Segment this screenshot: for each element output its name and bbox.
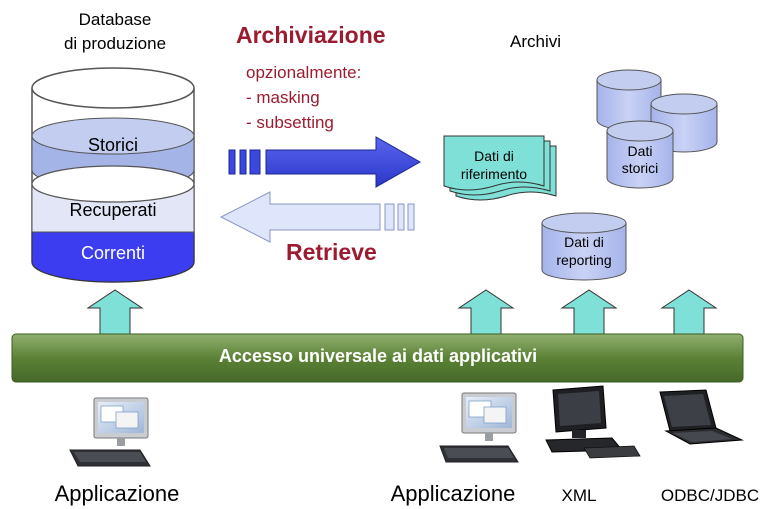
historic-data-label-line2: storici [621,160,659,176]
client-app-right-label: Applicazione [390,481,516,506]
access-layer-label: Accesso universale ai dati applicativi [218,346,538,366]
workstation-icon [545,385,641,459]
archive-note-line2: - masking [246,88,320,107]
reference-data-documents [443,135,557,201]
client-app-left-label: Applicazione [54,481,180,506]
reporting-data-label-line1: Dati di [564,234,604,250]
historic-data-cylinders [596,69,718,189]
historic-data-label-line1: Dati [627,143,653,159]
retrieve-flow-title: Retrieve [286,239,377,265]
retrieve-arrow [219,191,415,243]
archive-flow-title: Archiviazione [236,22,386,48]
archive-note-line3: - subsetting [246,113,334,132]
client-odbc-label: ODBC/JDBC [660,486,760,505]
client-xml-label: XML [561,486,597,505]
laptop-icon [659,389,744,445]
reference-data-label-line2: riferimento [460,166,528,182]
production-database-cylinder [31,67,195,283]
archive-note-line1: opzionalmente: [246,63,362,82]
layer-storici-label: Storici [87,135,139,155]
source-title-line1: Database [78,10,152,29]
up-arrows [86,289,718,335]
layer-recuperati-label: Recuperati [69,200,157,220]
archives-title: Archivi [510,32,562,51]
source-title-line2: di produzione [63,34,167,53]
desktop-computer-icon-right [439,392,519,463]
access-bar [11,333,744,383]
desktop-computer-icon-left [69,397,151,467]
archive-arrow [228,136,422,188]
reporting-data-label-line2: reporting [556,252,612,268]
layer-correnti-label: Correnti [80,243,146,263]
reporting-data-cylinder [541,212,627,281]
reference-data-label-line1: Dati di [474,148,514,164]
